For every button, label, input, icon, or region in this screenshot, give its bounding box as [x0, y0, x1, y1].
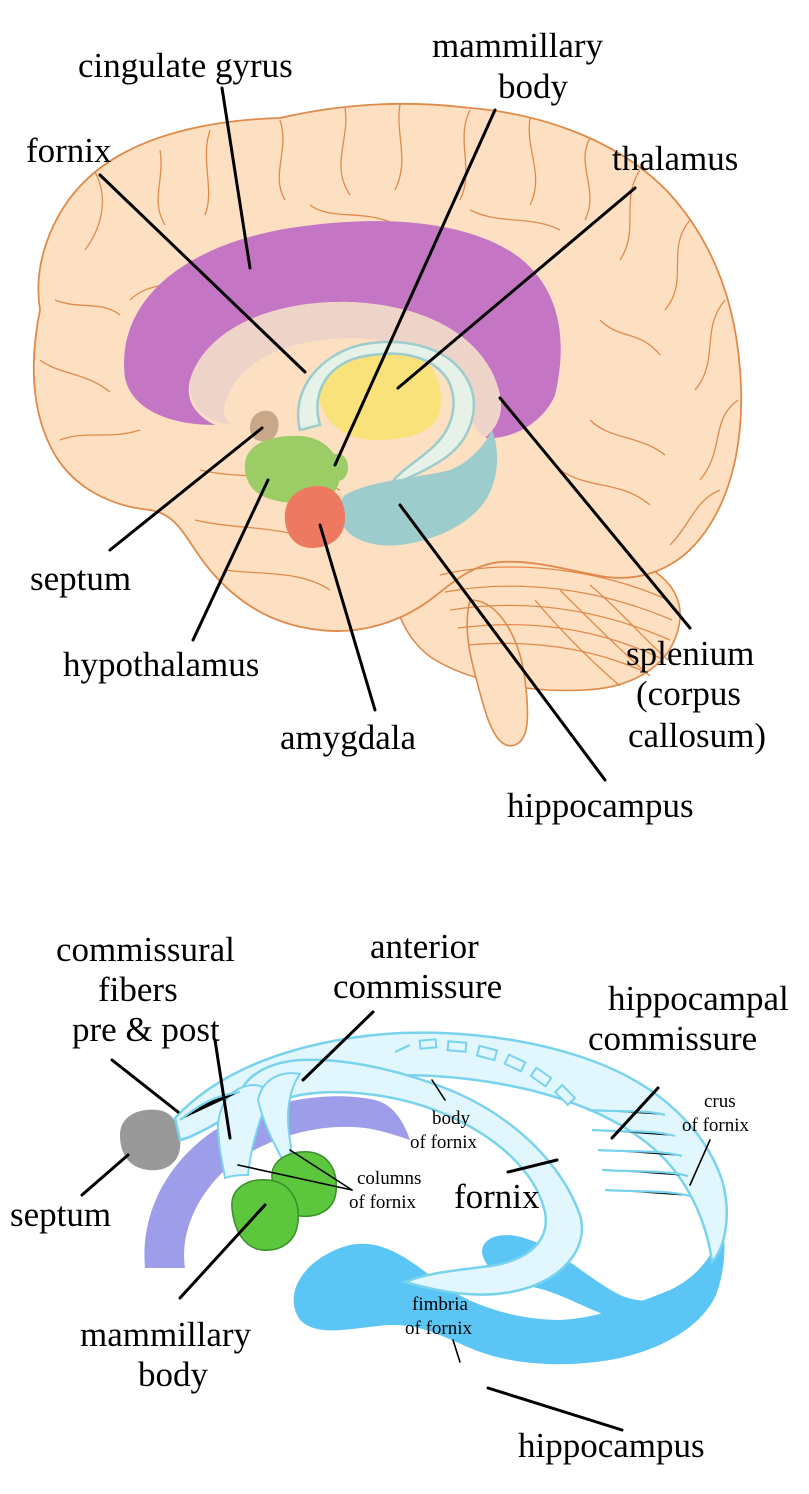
- label-crus-of-fornix-line2: of fornix: [682, 1115, 750, 1136]
- label-anterior-commissure-line2: commissure: [333, 967, 502, 1006]
- label-septum: septum: [30, 559, 131, 598]
- label-fimbria-of-fornix-line1: fimbria: [412, 1294, 468, 1315]
- hippocampal-commissure-fibers: [179, 1038, 691, 1198]
- label-hypothalamus: hypothalamus: [63, 645, 259, 684]
- top-labels: cingulate gyrus mammillary body fornix t…: [26, 26, 766, 825]
- brainstem: [466, 599, 529, 747]
- label-splenium-line3: callosum): [628, 716, 766, 755]
- thalamus: [317, 349, 441, 440]
- mammillary-body: [325, 453, 348, 481]
- hippocampus: [339, 430, 498, 546]
- label-septum-bottom: septum: [10, 1195, 111, 1234]
- label-mammillary-body-line2: body: [498, 67, 569, 106]
- label-amygdala: amygdala: [280, 718, 417, 757]
- cingulate-gyrus: [124, 221, 561, 439]
- label-fornix-bottom: fornix: [454, 1177, 540, 1216]
- label-hippocampal-commissure-line1: hippocampal: [608, 979, 789, 1018]
- label-body-of-fornix-line1: body: [432, 1108, 471, 1129]
- label-mammillary-body-bottom-line1: mammillary: [80, 1315, 252, 1354]
- mammillary-body-front: [231, 1179, 299, 1251]
- label-body-of-fornix-line2: of fornix: [410, 1132, 478, 1153]
- septum-bottom: [120, 1109, 181, 1171]
- label-mammillary-body-line1: mammillary: [432, 26, 604, 65]
- label-columns-of-fornix-line2: of fornix: [349, 1192, 417, 1213]
- columns-of-fornix: [216, 1083, 268, 1180]
- amygdala: [284, 486, 346, 548]
- label-fimbria-of-fornix-line2: of fornix: [405, 1318, 473, 1339]
- label-hippocampus-bottom: hippocampus: [518, 1426, 705, 1465]
- brain-sulci: [39, 103, 739, 591]
- label-splenium-line2: (corpus: [636, 674, 741, 713]
- label-splenium-line1: splenium: [626, 634, 754, 673]
- label-crus-of-fornix-line1: crus: [704, 1091, 736, 1112]
- bottom-labels: commissural fibers pre & post anterior c…: [10, 927, 789, 1465]
- label-hippocampal-commissure-line2: commissure: [588, 1019, 757, 1058]
- label-commissural-fibers-line1: commissural: [56, 930, 235, 969]
- label-cingulate-gyrus: cingulate gyrus: [78, 46, 293, 85]
- anterior-commissure: [144, 1096, 410, 1268]
- top-leader-lines: [98, 86, 692, 782]
- bottom-fornix-diagram: commissural fibers pre & post anterior c…: [10, 927, 789, 1465]
- label-anterior-commissure-line1: anterior: [370, 927, 479, 966]
- label-commissural-fibers-line2: fibers: [98, 970, 178, 1009]
- label-hippocampus: hippocampus: [507, 786, 694, 825]
- columns-of-fornix-2: [256, 1072, 302, 1167]
- hippocampus-bottom: [293, 1222, 725, 1365]
- label-mammillary-body-bottom-line2: body: [138, 1355, 209, 1394]
- fornix-arc: [238, 1058, 584, 1296]
- label-fornix: fornix: [26, 131, 112, 170]
- top-brain-diagram: cingulate gyrus mammillary body fornix t…: [26, 26, 766, 825]
- label-thalamus: thalamus: [612, 139, 738, 178]
- bottom-leader-lines: [80, 1010, 711, 1432]
- label-columns-of-fornix-line1: columns: [357, 1168, 421, 1189]
- label-commissural-fibers-line3: pre & post: [72, 1010, 220, 1049]
